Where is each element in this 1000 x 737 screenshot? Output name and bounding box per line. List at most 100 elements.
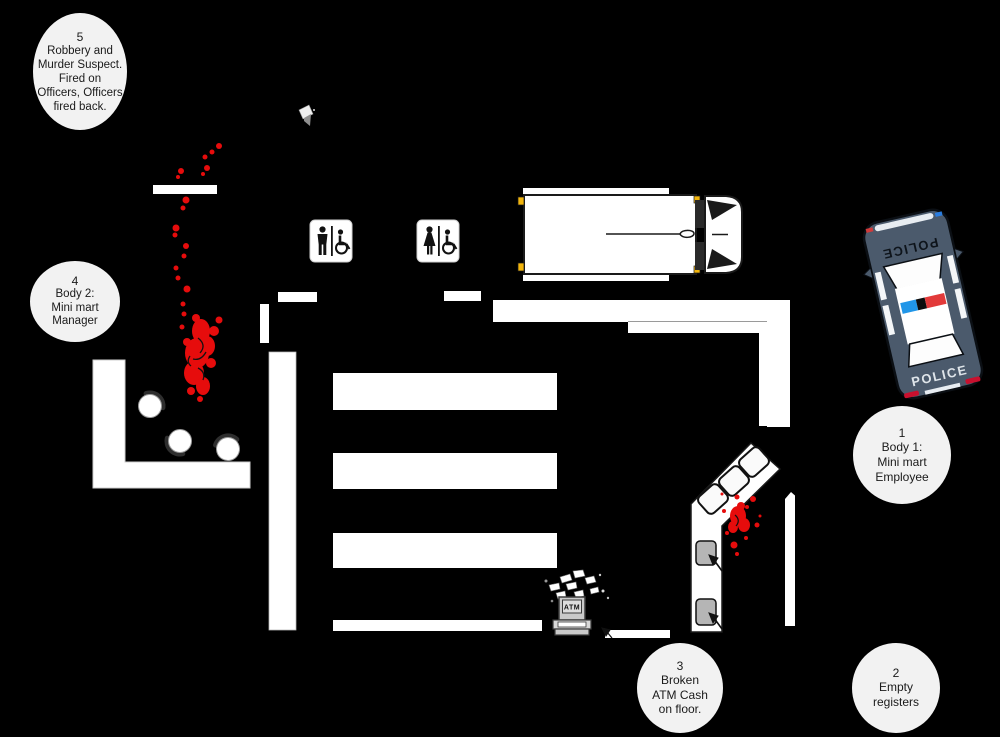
- side-mirror: [953, 247, 965, 261]
- blood-drop: [745, 505, 749, 509]
- blood-drop: [725, 531, 729, 535]
- wall-inner-vertical: [759, 333, 767, 426]
- blood-drop: [754, 522, 760, 528]
- arrow-tail: [606, 631, 613, 639]
- callout-4: 4 Body 2: Mini mart Manager: [30, 261, 120, 342]
- blood-drop: [216, 143, 222, 149]
- wall-door-jamb: [260, 304, 269, 343]
- blood-drop: [180, 205, 186, 211]
- callout-text: Body 2: Mini mart Manager: [51, 288, 99, 328]
- rear-window: [907, 333, 965, 368]
- checkout-counter: [601, 441, 782, 639]
- rear-bumper: [924, 382, 961, 395]
- truck-tank-right: [695, 242, 704, 270]
- callout-text: Empty registers: [872, 680, 919, 709]
- side-window: [874, 271, 887, 301]
- callout-2: 2 Empty registers: [852, 643, 940, 733]
- wall-right-vertical: [767, 322, 790, 427]
- blood-drop: [181, 253, 187, 259]
- blood-drop: [173, 265, 179, 271]
- wall-register-divider: [785, 492, 795, 626]
- cab-windshield-top: [707, 200, 737, 220]
- blood-drop: [201, 172, 205, 176]
- side-window: [946, 255, 960, 284]
- front-light-blue: [934, 211, 943, 217]
- body-outline-marks: [187, 337, 207, 381]
- side-window: [882, 304, 896, 336]
- wall-inner-horizontal: [628, 322, 767, 333]
- callout-number: 2: [892, 666, 900, 680]
- side-mirror: [862, 266, 874, 280]
- corner-bench: [92, 359, 251, 489]
- store-shelves: [333, 373, 557, 631]
- atm-screen: [562, 599, 582, 614]
- callout-number: 3: [676, 659, 684, 674]
- blood-drop: [720, 492, 724, 496]
- wall-left-vertical: [268, 351, 297, 631]
- blood-drop: [722, 509, 726, 513]
- divider-bar: [331, 226, 333, 256]
- truck-side-rail-bottom: [523, 275, 669, 281]
- shelf-3: [333, 533, 557, 568]
- blood-drop: [183, 243, 189, 249]
- atm-machine: ATM: [552, 596, 592, 636]
- wall-top-middle-segment: [444, 291, 481, 301]
- blood-drop: [183, 285, 191, 293]
- wall-top-left-segment: [278, 292, 317, 302]
- blood-drop: [181, 311, 187, 317]
- divider-bar: [438, 226, 440, 256]
- atm-label: ATM: [564, 605, 580, 612]
- callout-1: 1 Body 1: Mini mart Employee: [853, 406, 951, 504]
- blood-drop: [750, 496, 756, 502]
- police-car: POLICE POLICE: [862, 208, 984, 400]
- man-icon: [317, 226, 328, 255]
- stool: [138, 390, 166, 418]
- blood-drop: [176, 175, 180, 179]
- blood-drop: [744, 536, 748, 540]
- blood-drop: [180, 301, 186, 307]
- womens-restroom-sign: [416, 219, 460, 263]
- blood-drop: [204, 165, 210, 171]
- blood-drop: [172, 224, 180, 232]
- callout-number: 5: [76, 29, 84, 44]
- cash-register-2: [718, 465, 750, 497]
- taillight: [904, 390, 920, 399]
- dropped-object: [298, 104, 315, 126]
- blood-drop: [172, 232, 178, 238]
- shelf-4: [333, 620, 542, 631]
- scattered-cash: [544, 569, 610, 606]
- blood-drop: [734, 494, 740, 500]
- shelf-2: [333, 453, 557, 489]
- blood-drop: [182, 196, 190, 204]
- blood-drop: [202, 154, 208, 160]
- callout-text: Robbery and Murder Suspect. Fired on Off…: [37, 44, 123, 113]
- blood-trail: [172, 143, 222, 317]
- delivery-truck: [517, 188, 743, 281]
- blood-drop: [735, 552, 739, 556]
- blood-pool-registers: [728, 502, 750, 533]
- front-light-red: [865, 227, 874, 233]
- callout-text: Body 1: Mini mart Employee: [875, 439, 929, 484]
- callout-5: 5 Robbery and Murder Suspect. Fired on O…: [33, 13, 127, 130]
- blood-drop: [209, 149, 215, 155]
- police-lightbar: [900, 292, 947, 314]
- trailer-handle: [679, 229, 695, 239]
- wall-top-right-horizontal: [493, 300, 790, 322]
- atm-slot: [557, 621, 587, 628]
- callout-3: 3 Broken ATM Cash on floor.: [637, 643, 723, 733]
- side-window: [954, 288, 968, 319]
- body-outline-mark: [734, 514, 739, 527]
- cash-register-3: [738, 446, 770, 478]
- atm-base-bottom: [554, 628, 590, 636]
- wall-bottom-segment: [605, 630, 670, 638]
- cash-register-1: [697, 483, 729, 515]
- wall-back-doorway: [153, 185, 217, 194]
- callout-number: 4: [71, 274, 79, 289]
- truck-tank-left: [695, 200, 704, 228]
- wall-inner-shadow: [628, 321, 767, 323]
- walls: [92, 185, 795, 638]
- callout-number: 1: [898, 425, 906, 440]
- taillight: [965, 376, 981, 384]
